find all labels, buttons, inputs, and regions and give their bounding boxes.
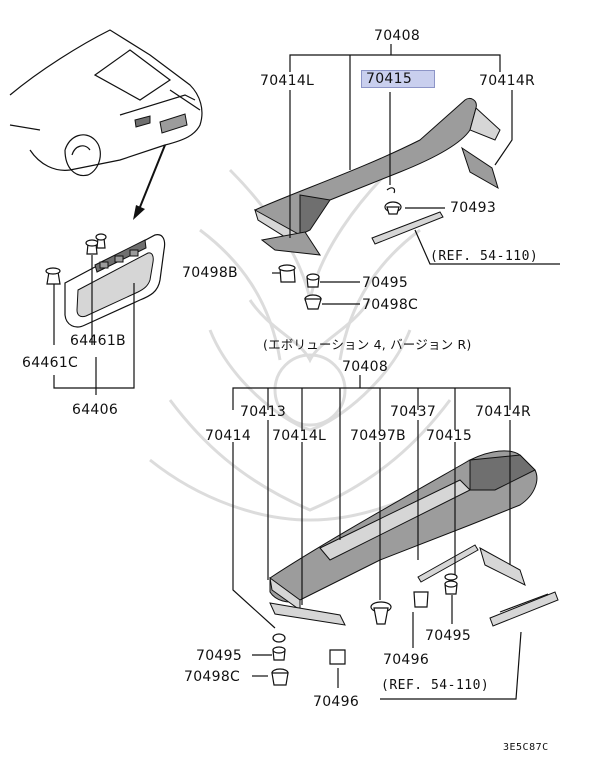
watermark-crest (149, 168, 471, 522)
label-70408-bottom: 70408 (342, 359, 389, 375)
label-70498b: 70498B (182, 265, 238, 281)
top-leaders (289, 44, 560, 265)
label-70408-top: 70408 (374, 28, 421, 44)
top-spoiler (254, 97, 501, 256)
bottom-leaders (232, 375, 522, 700)
ref-54-110-top: (REF. 54-110) (430, 249, 539, 264)
label-70498c-bottom: 70498C (184, 669, 241, 685)
clip-64461b (85, 233, 107, 255)
clip-64461c (45, 267, 61, 285)
label-70495-top: 70495 (362, 275, 409, 291)
label-64461b: 64461B (70, 333, 126, 349)
label-70498c-top: 70498C (362, 297, 419, 313)
bottom-small-parts (271, 573, 458, 686)
label-70493: 70493 (450, 200, 497, 216)
label-70495-bottom-left: 70495 (196, 648, 243, 664)
label-70414: 70414 (205, 428, 252, 444)
label-70497b: 70497B (350, 428, 406, 444)
diagram-code: 3E5C87C (503, 742, 549, 753)
label-70415-highlighted[interactable]: 70415 (361, 70, 435, 88)
bottom-spoiler (269, 450, 559, 627)
label-70496-middle: 70496 (383, 652, 430, 668)
label-70414r-top: 70414R (479, 73, 536, 89)
label-70415-bottom: 70415 (426, 428, 473, 444)
garnish-leaders (53, 255, 135, 395)
label-70414r-bottom: 70414R (475, 404, 532, 420)
label-70437: 70437 (390, 404, 437, 420)
ref-54-110-bottom: (REF. 54-110) (381, 678, 490, 693)
label-64406: 64406 (72, 402, 119, 418)
evolution-note: (エボリューション 4, バージョン R) (263, 337, 472, 352)
label-70413: 70413 (240, 404, 287, 420)
license-garnish (64, 234, 166, 328)
label-64461c: 64461C (22, 355, 79, 371)
car-rear-sketch (9, 29, 203, 177)
label-70495-bottom-right: 70495 (425, 628, 472, 644)
pointer-arrow (133, 144, 166, 220)
label-70414l-bottom: 70414L (272, 428, 327, 444)
label-70496-bottom: 70496 (313, 694, 360, 710)
top-small-parts (272, 264, 360, 310)
label-70414l-top: 70414L (260, 73, 315, 89)
